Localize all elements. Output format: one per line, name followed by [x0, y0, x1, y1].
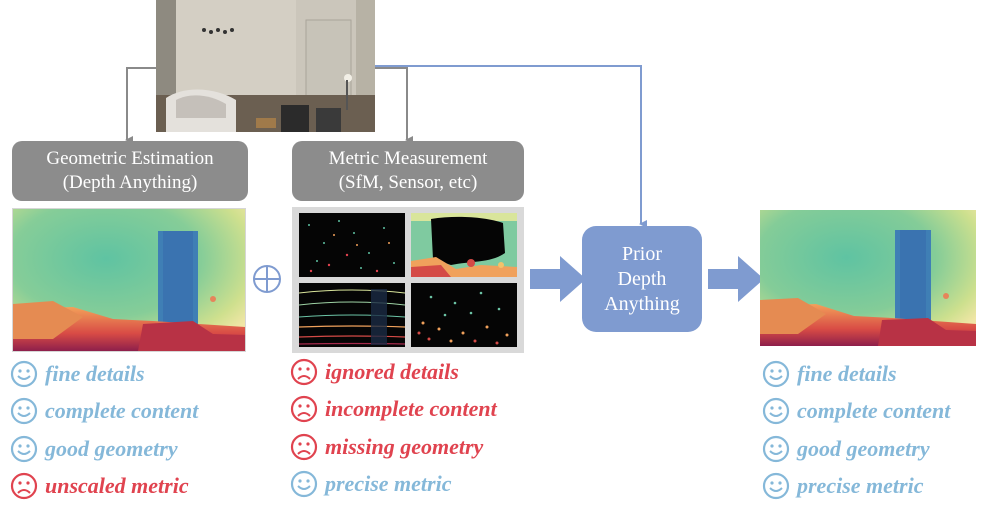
lidar-lines-image — [299, 283, 405, 347]
list-item: unscaled metric — [10, 468, 198, 506]
connector-to-geometric — [125, 67, 156, 144]
metric-measurement-panel — [292, 207, 524, 353]
list-item: fine details — [10, 355, 198, 393]
list-item: good geometry — [10, 430, 198, 468]
circle-plus-icon — [252, 264, 282, 294]
list-item: complete content — [10, 393, 198, 431]
sfm-points-image — [411, 283, 517, 347]
list-item: ignored details — [290, 353, 497, 391]
feature-text: good geometry — [797, 435, 930, 461]
list-item: precise metric — [290, 466, 497, 504]
feature-text: fine details — [797, 360, 897, 386]
output-depth-map — [760, 210, 976, 346]
sparse-points-image — [299, 213, 405, 277]
feature-text: good geometry — [45, 435, 178, 461]
frown-icon — [290, 396, 318, 423]
feature-text: missing geometry — [325, 433, 484, 459]
frown-icon — [290, 358, 318, 385]
list-item: precise metric — [762, 468, 950, 506]
prior-depth-anything-box: Prior Depth Anything — [582, 226, 702, 332]
smile-icon — [762, 360, 790, 387]
prior-line3: Anything — [604, 292, 680, 315]
arrow-right-icon — [708, 256, 764, 302]
smile-icon — [290, 471, 318, 498]
prior-line1: Prior — [622, 242, 662, 265]
metric-title-line1: Metric Measurement — [328, 148, 488, 169]
feature-text: precise metric — [797, 473, 924, 499]
sensor-depth-image — [411, 213, 517, 277]
geometric-estimation-box: Geometric Estimation (Depth Anything) — [12, 141, 248, 201]
smile-icon — [10, 398, 38, 425]
list-item: missing geometry — [290, 428, 497, 466]
geometric-feature-list: fine details complete content good geome… — [10, 355, 198, 505]
list-item: complete content — [762, 393, 950, 431]
feature-text: complete content — [45, 398, 199, 424]
frown-icon — [290, 433, 318, 460]
smile-icon — [10, 435, 38, 462]
feature-text: ignored details — [325, 358, 459, 384]
smile-icon — [762, 473, 790, 500]
list-item: good geometry — [762, 430, 950, 468]
smile-icon — [10, 360, 38, 387]
metric-feature-list: ignored details incomplete content missi… — [290, 353, 497, 503]
list-item: incomplete content — [290, 391, 497, 429]
smile-icon — [762, 398, 790, 425]
metric-title-line2: (SfM, Sensor, etc) — [338, 172, 478, 193]
frown-icon — [10, 473, 38, 500]
output-feature-list: fine details complete content good geome… — [762, 355, 950, 505]
feature-text: fine details — [45, 360, 145, 386]
metric-measurement-box: Metric Measurement (SfM, Sensor, etc) — [292, 141, 524, 201]
connector-to-prior — [375, 65, 647, 228]
connector-to-metric — [375, 67, 413, 144]
list-item: fine details — [762, 355, 950, 393]
prior-line2: Depth — [617, 267, 667, 290]
feature-text: unscaled metric — [45, 473, 189, 499]
smile-icon — [762, 435, 790, 462]
geometric-title-line1: Geometric Estimation — [46, 148, 214, 169]
feature-text: incomplete content — [325, 396, 497, 422]
feature-text: complete content — [797, 398, 951, 424]
input-room-photo — [156, 0, 375, 132]
feature-text: precise metric — [325, 471, 452, 497]
arrow-right-icon — [530, 256, 586, 302]
geometric-title-line2: (Depth Anything) — [62, 172, 198, 193]
geometric-depth-map — [12, 208, 246, 352]
